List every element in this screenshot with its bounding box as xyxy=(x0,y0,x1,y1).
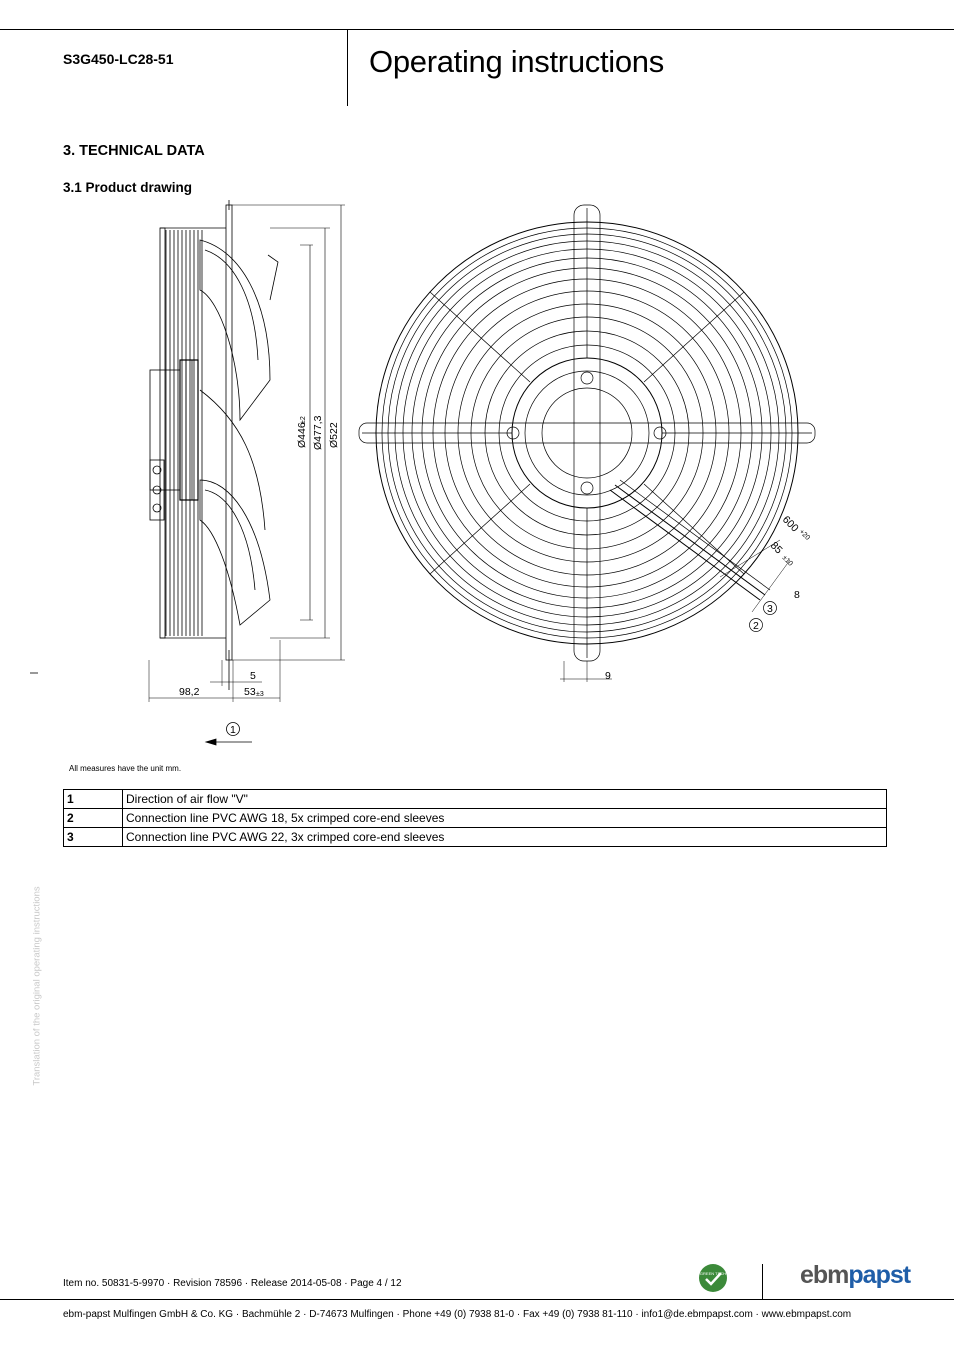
callout-1: 1 xyxy=(230,724,236,736)
dim-cable-85-tol: ±10 xyxy=(781,554,794,567)
legend-number: 3 xyxy=(63,827,123,847)
dim-offset-5: 5 xyxy=(250,670,256,682)
dim-depth-53-tol: ±3 xyxy=(256,691,264,698)
dim-d446: Ø446 xyxy=(296,422,308,448)
dim-d446-tol: ±2 xyxy=(300,416,307,424)
header-top-rule xyxy=(0,29,954,30)
logo-separator xyxy=(762,1264,763,1300)
units-note: All measures have the unit mm. xyxy=(69,764,182,773)
translation-note: Translation of the original operating in… xyxy=(31,886,43,1086)
legend-table: 1 Direction of air flow "V" 2 Connection… xyxy=(63,789,887,847)
dim-depth-53: 53 xyxy=(244,686,256,698)
dim-offset-9: 9 xyxy=(605,670,611,682)
item-info: Item no. 50831-5-9970 · Revision 78596 ·… xyxy=(63,1278,402,1289)
legend-number: 2 xyxy=(63,808,123,828)
legend-number: 1 xyxy=(63,789,123,809)
dim-d477: Ø477,3 xyxy=(312,415,324,450)
callout-2: 2 xyxy=(753,620,759,632)
front-view xyxy=(358,204,816,682)
document-title: Operating instructions xyxy=(369,44,664,79)
dim-cable-600: 600 xyxy=(780,514,801,535)
side-view xyxy=(30,200,345,746)
side-view-labels: Ø446 ±2 Ø477,3 Ø522 98,2 53 ±3 5 1 xyxy=(179,415,340,736)
subsection-heading: 3.1 Product drawing xyxy=(63,180,193,195)
table-row: 2 Connection line PVC AWG 18, 5x crimped… xyxy=(63,808,887,828)
brand-part-ebm: ebm xyxy=(800,1261,849,1289)
footer-rule xyxy=(0,1299,954,1300)
dim-cable-600-tol: +20 xyxy=(798,528,811,541)
company-info: ebm-papst Mulfingen GmbH & Co. KG · Bach… xyxy=(63,1309,852,1320)
legend-text: Connection line PVC AWG 18, 5x crimped c… xyxy=(122,808,887,828)
dim-depth-total: 98,2 xyxy=(179,686,200,698)
dim-cable-8: 8 xyxy=(794,589,800,601)
callout-3: 3 xyxy=(767,603,773,615)
section-heading: 3. TECHNICAL DATA xyxy=(63,143,205,159)
green-tech-logo: GREEN TECH xyxy=(699,1264,727,1292)
table-row: 3 Connection line PVC AWG 22, 3x crimped… xyxy=(63,827,887,847)
svg-text:GREEN TECH: GREEN TECH xyxy=(700,1271,726,1276)
legend-text: Connection line PVC AWG 22, 3x crimped c… xyxy=(122,827,887,847)
brand-logo: ebmpapst xyxy=(800,1261,911,1290)
model-number: S3G450-LC28-51 xyxy=(63,51,174,67)
header-divider xyxy=(347,29,348,106)
legend-text: Direction of air flow "V" xyxy=(122,789,887,809)
product-drawing: Ø446 ±2 Ø477,3 Ø522 98,2 53 ±3 5 1 xyxy=(30,200,816,746)
dim-cable-85: 85 xyxy=(768,540,785,557)
table-row: 1 Direction of air flow "V" xyxy=(63,789,887,809)
front-view-labels: 600 +20 85 ±10 8 3 2 9 xyxy=(605,514,811,682)
brand-part-papst: papst xyxy=(848,1261,911,1289)
dim-d522: Ø522 xyxy=(328,422,340,448)
